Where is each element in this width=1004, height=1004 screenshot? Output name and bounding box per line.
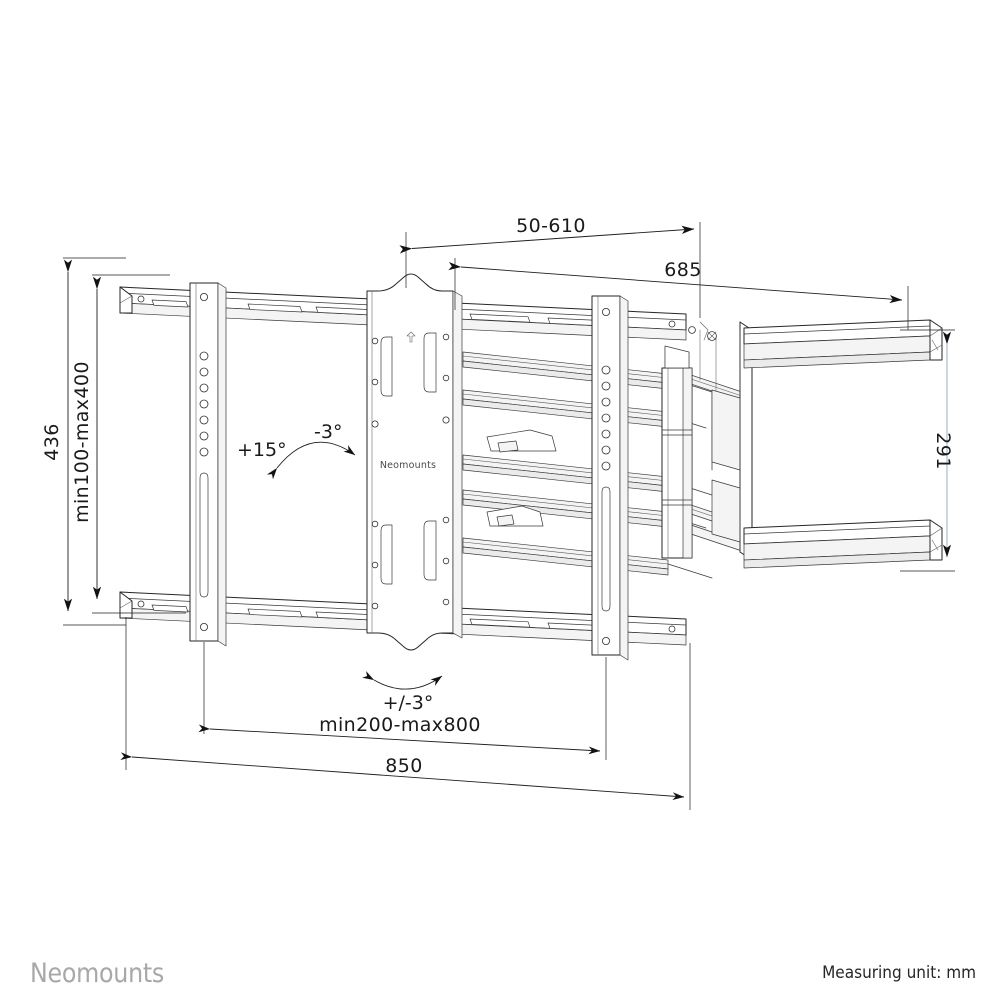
angle-swivel-indicator: +/-3° xyxy=(362,670,443,714)
wall-rail-upper xyxy=(743,319,943,369)
vesa-mount-plate: Neomounts xyxy=(366,273,463,651)
pivot-post xyxy=(661,345,693,559)
dimension-width-overall: 850 xyxy=(120,617,691,810)
wall-rail-lower xyxy=(743,519,943,569)
wall-plate-back xyxy=(711,321,753,561)
angle-label-tilt-down: -3° xyxy=(314,421,342,443)
dimension-label-vesa-height: min100-max400 xyxy=(71,361,93,523)
neomounts-logo: Neomounts xyxy=(30,957,165,989)
dimension-label-291: 291 xyxy=(932,432,954,469)
dimension-label-436: 436 xyxy=(41,423,63,460)
angle-label-swivel: +/-3° xyxy=(383,692,434,714)
dimension-label-685: 685 xyxy=(664,259,701,281)
dimension-vesa-width-range: min200-max800 xyxy=(198,642,607,760)
dimension-arm-height: 291 xyxy=(900,329,955,572)
dimension-label-850: 850 xyxy=(385,755,422,777)
plate-brandmark: Neomounts xyxy=(380,460,436,471)
dimension-height-overall: 436 xyxy=(41,257,126,626)
drawing-footer: Neomounts Measuring unit: mm xyxy=(0,942,1004,1004)
angle-label-tilt-up: +15° xyxy=(237,439,287,461)
vesa-adapter-strip-right xyxy=(591,295,629,661)
dimension-label-vesa-width: min200-max800 xyxy=(319,714,481,736)
dimension-depth-max: 685 xyxy=(448,258,909,330)
dimension-depth-range: 50-610 xyxy=(399,215,701,318)
angle-tilt-indicator: +15° -3° xyxy=(237,421,356,480)
dimension-label-50-610: 50-610 xyxy=(516,215,586,237)
vesa-adapter-strip-left xyxy=(189,282,227,647)
measuring-unit-note: Measuring unit: mm xyxy=(822,963,976,983)
dimension-vesa-height-range: min100-max400 xyxy=(71,274,186,614)
rail-fastener-detail xyxy=(688,321,717,341)
